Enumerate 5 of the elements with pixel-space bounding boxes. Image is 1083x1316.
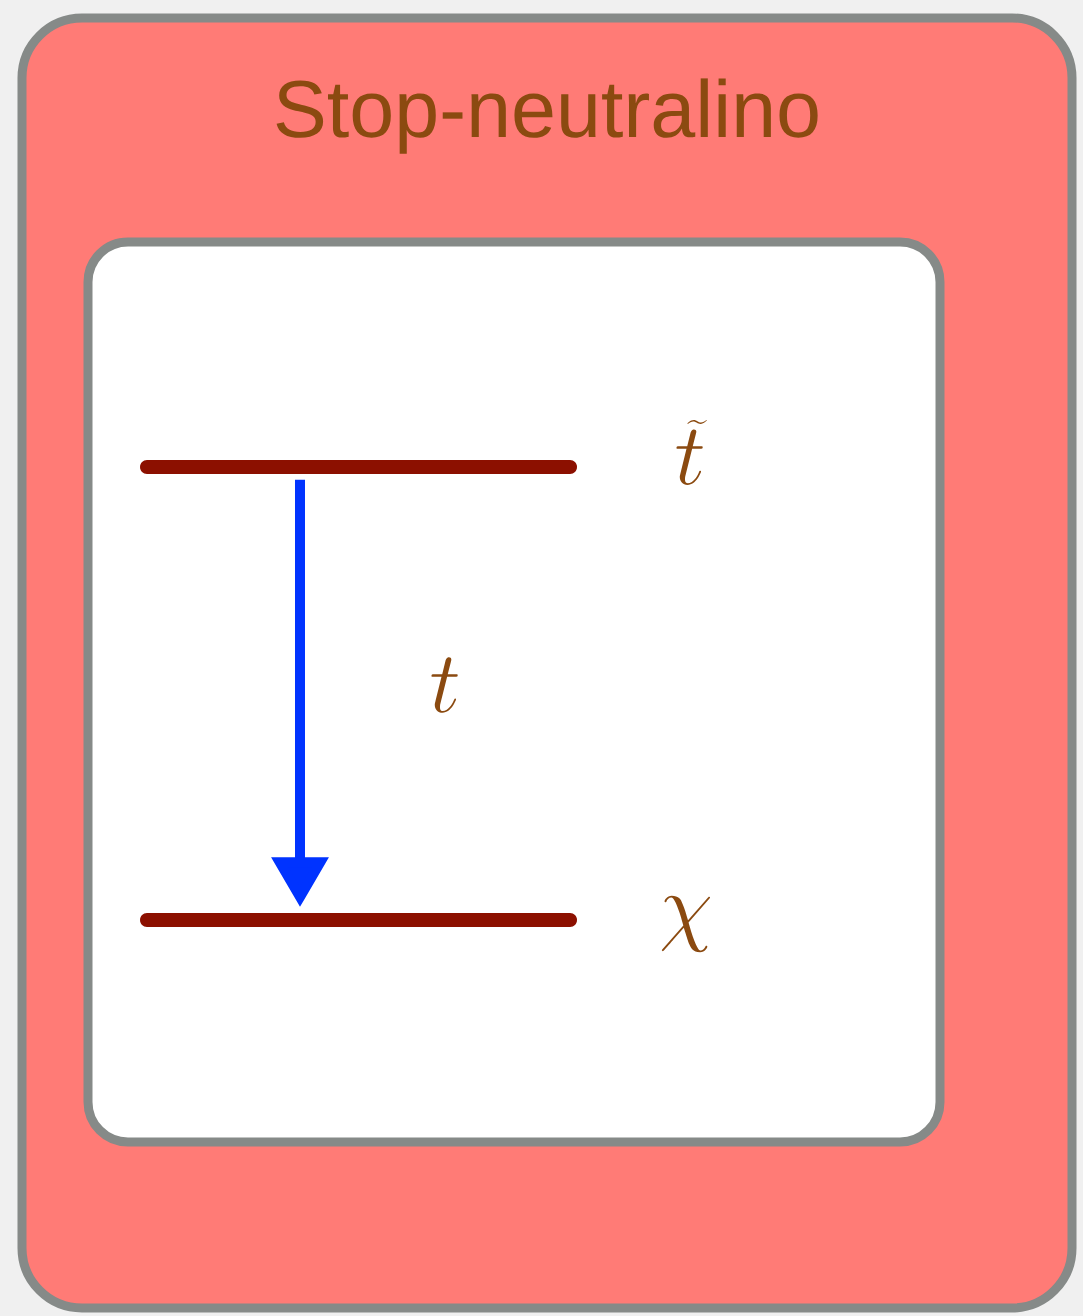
- level-label: $\widetilde{t}$: [676, 419, 707, 485]
- heading: Stop-neutralino: [276, 78, 818, 154]
- edge-label: $t$: [431, 657, 458, 713]
- panel-box: [83, 237, 945, 1147]
- level-label: $\chi$: [661, 895, 711, 953]
